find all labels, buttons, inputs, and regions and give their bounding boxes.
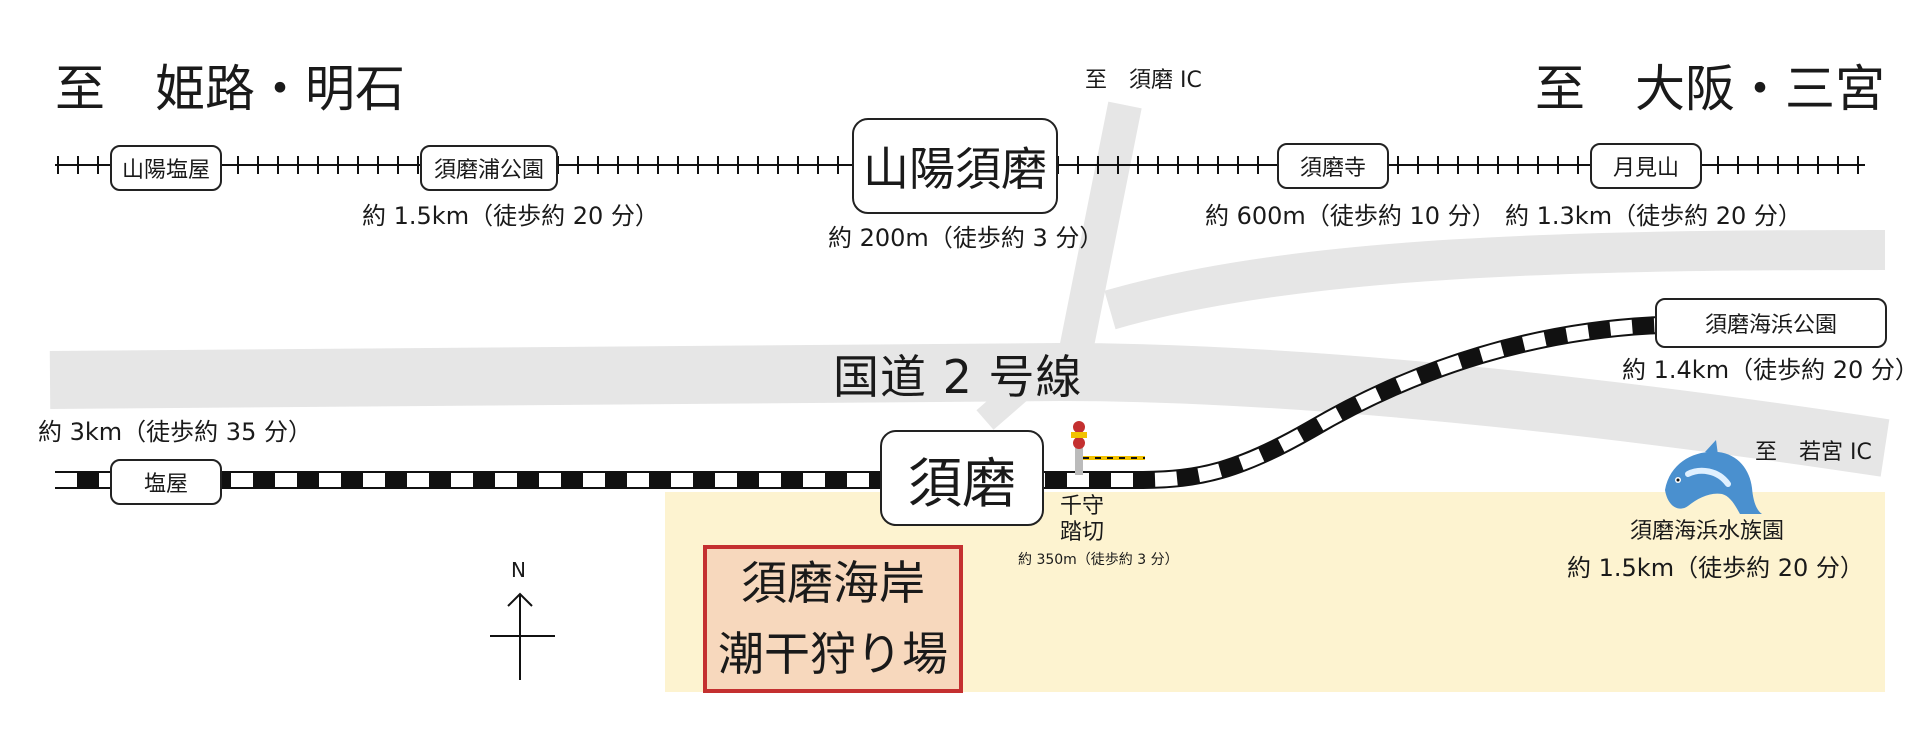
aquarium-distance: 約 1.5km（徒歩約 20 分） xyxy=(1567,554,1864,582)
distance-sumaura-koen: 約 1.5km（徒歩約 20 分） xyxy=(362,202,659,230)
jr-line xyxy=(55,316,1661,489)
suma-ic-road xyxy=(1053,101,1142,384)
station-sumaura-koen[interactable]: 須磨浦公園 xyxy=(420,145,558,191)
distance-sanyo-suma: 約 200m（徒歩約 3 分） xyxy=(828,224,1104,252)
west-branch-road xyxy=(976,362,1049,430)
distance-suma-kaihin-koen: 約 1.4km（徒歩約 20 分） xyxy=(1622,356,1919,384)
station-sanyo-suma[interactable]: 山陽須磨 xyxy=(852,118,1058,214)
compass xyxy=(490,592,555,680)
route-2-road xyxy=(49,342,1890,477)
direction-wakamiya-ic-label: 至 若宮 IC xyxy=(1755,440,1872,465)
station-sanyo-shioya[interactable]: 山陽塩屋 xyxy=(110,145,222,191)
destination-line2: 潮干狩り場 xyxy=(718,627,948,681)
station-suma-kaihin-koen[interactable]: 須磨海浜公園 xyxy=(1655,298,1887,348)
shiohigari-beach-destination[interactable]: 須磨海岸 潮干狩り場 xyxy=(703,545,963,693)
crossing-name-line1: 千守 xyxy=(1060,494,1105,519)
destination-line1: 須磨海岸 xyxy=(741,555,925,610)
station-shioya[interactable]: 塩屋 xyxy=(110,459,222,505)
direction-east-label: 至 大阪・三宮 xyxy=(1535,60,1885,118)
station-suma[interactable]: 須磨 xyxy=(880,430,1044,526)
compass-north-label: N xyxy=(511,558,526,582)
distance-sumadera: 約 600m（徒歩約 10 分） xyxy=(1205,202,1496,230)
direction-suma-ic-label: 至 須磨 IC xyxy=(1085,68,1202,93)
station-sumadera[interactable]: 須磨寺 xyxy=(1277,143,1389,189)
aquarium-name: 須磨海浜水族園 xyxy=(1630,519,1785,544)
east-road xyxy=(1104,230,1886,330)
direction-west-label: 至 姫路・明石 xyxy=(55,60,405,118)
route-2-label: 国道 2 号線 xyxy=(833,350,1083,404)
distance-tsukimiyama: 約 1.3km（徒歩約 20 分） xyxy=(1505,202,1802,230)
crossing-name-line2: 踏切 xyxy=(1060,520,1105,545)
dolphin-icon xyxy=(1665,440,1762,514)
distance-shioya: 約 3km（徒歩約 35 分） xyxy=(38,418,312,446)
crossing-distance: 約 350m（徒歩約 3 分） xyxy=(1018,552,1179,568)
station-tsukimiyama[interactable]: 月見山 xyxy=(1590,143,1702,189)
railroad-crossing-icon xyxy=(1071,421,1145,475)
roads xyxy=(49,101,1890,477)
